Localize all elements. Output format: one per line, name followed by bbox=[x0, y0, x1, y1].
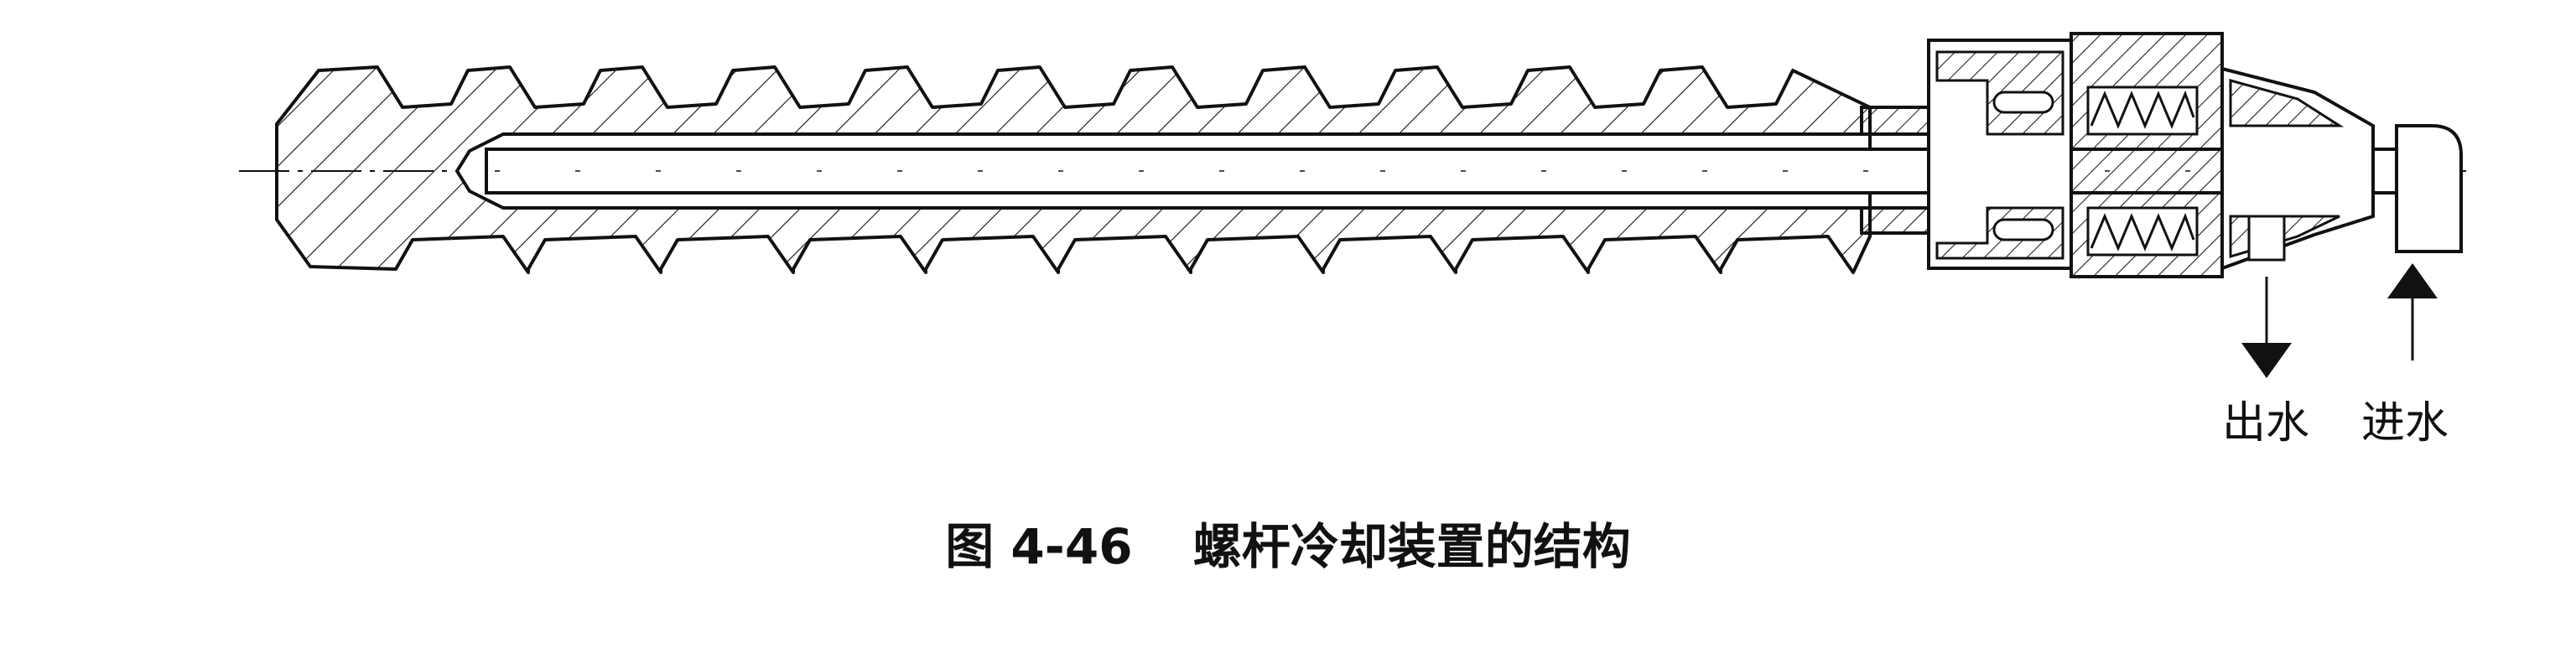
water-in-label: 进水 bbox=[2361, 398, 2449, 449]
outlet-port bbox=[2247, 215, 2286, 262]
seal-ring-top bbox=[1992, 91, 2054, 114]
inlet-elbow bbox=[2395, 124, 2463, 253]
water-out-label: 出水 bbox=[2222, 398, 2310, 449]
figure-number: 图 4-46 bbox=[945, 518, 1133, 575]
figure-caption: 图 4-46 螺杆冷却装置的结构 bbox=[0, 507, 2576, 578]
rotary-joint-housing bbox=[1927, 39, 2073, 270]
spring-bottom bbox=[2090, 212, 2195, 252]
seal-ring-bottom bbox=[1992, 218, 2054, 241]
spring-chamber bbox=[2070, 32, 2224, 278]
spring-top bbox=[2090, 90, 2195, 129]
outlet-body bbox=[2220, 66, 2375, 271]
figure-title: 螺杆冷却装置的结构 bbox=[1192, 518, 1631, 575]
